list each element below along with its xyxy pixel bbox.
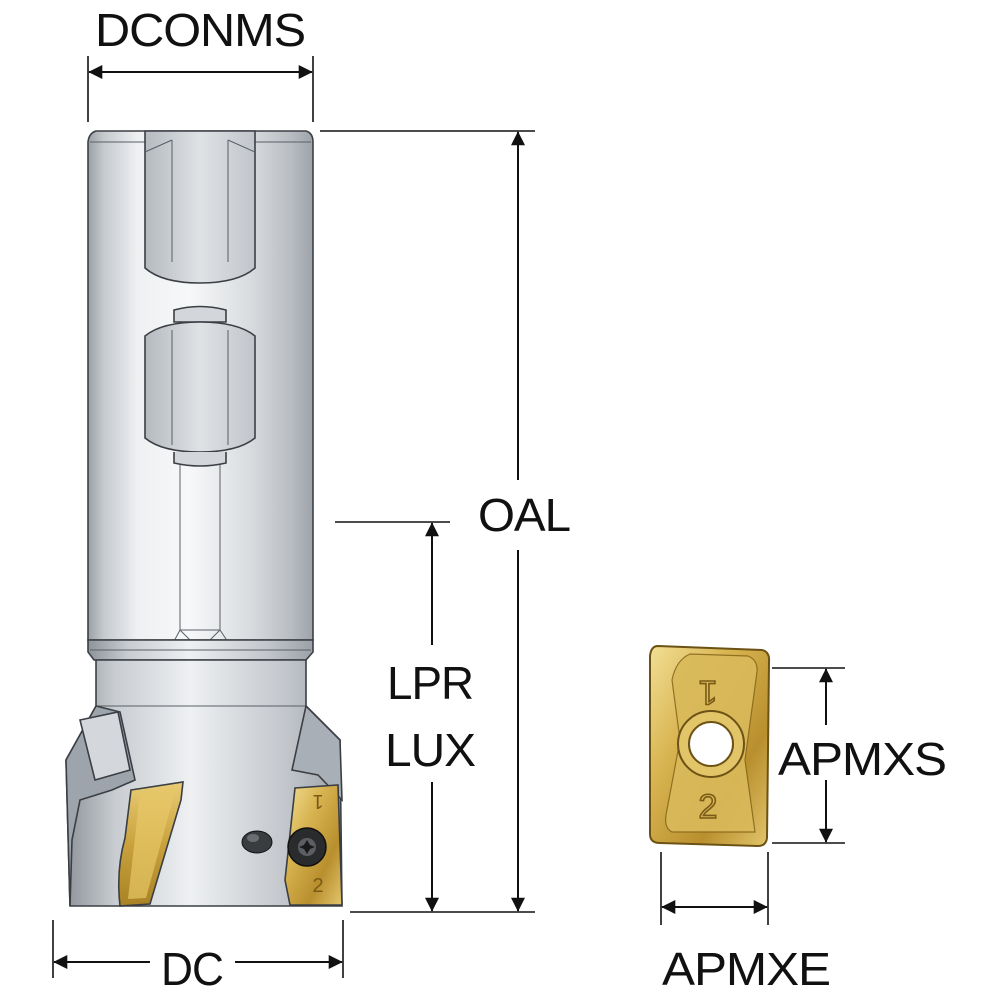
lower-clamping-flat [144, 321, 256, 453]
label-lpr: LPR [387, 657, 473, 709]
indexable-insert: 1 2 [649, 644, 771, 848]
middle-groove [173, 305, 227, 323]
insert-marking-2-small: 2 [312, 875, 323, 897]
label-apmxs: APMXS [778, 733, 946, 785]
label-apmxe: APMXE [662, 943, 830, 995]
insert-marking-1-small: 1 [312, 790, 323, 812]
coolant-hole [241, 830, 273, 854]
label-lux: LUX [385, 724, 475, 776]
label-dconms: DCONMS [95, 4, 305, 56]
dimension-lines [52, 56, 845, 978]
label-oal: OAL [478, 489, 570, 541]
dimension-labels: DCONMS OAL LPR LUX DC APMXS APMXE [95, 4, 947, 995]
milling-cutter: 1 2 [65, 130, 343, 907]
insert-edge-marking-2: 2 [699, 788, 718, 826]
label-dc: DC [161, 943, 223, 995]
insert-edge-marking-1: 1 [699, 673, 718, 711]
upper-clamping-flat [144, 130, 256, 284]
